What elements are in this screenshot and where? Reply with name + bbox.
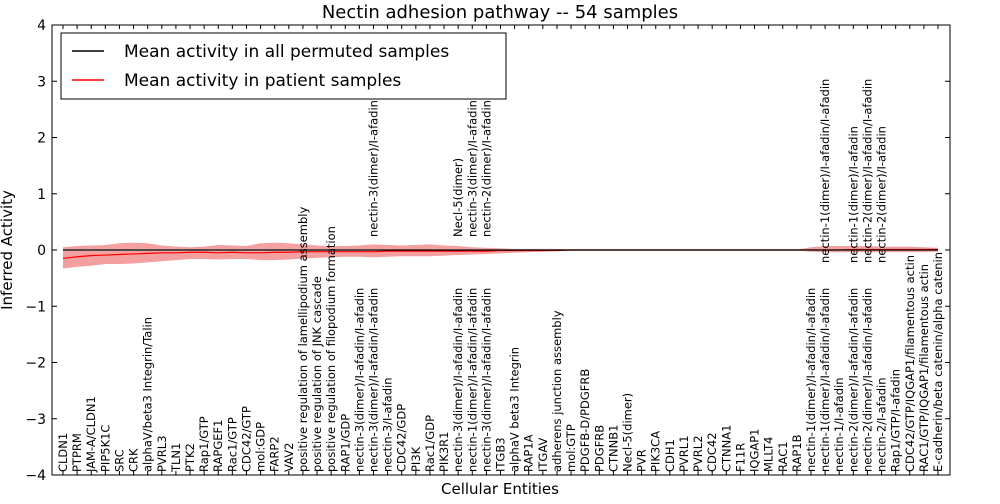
x-category-label: nectin-3(dimer)/I-afadin/I-afadin [451, 288, 465, 472]
x-category-label: SRC [112, 449, 126, 472]
x-category-label: Rap1/GTP/I-afadin [889, 369, 903, 472]
y-tick-label: 4 [37, 18, 46, 34]
x-category-label: alphaV beta3 Integrin [508, 347, 522, 472]
y-axis-label: Inferred Activity [0, 190, 16, 310]
x-category-label: nectin-1/I-afadin [832, 378, 846, 473]
x-category-label-upper: nectin-2(dimer)/I-afadin [875, 126, 889, 263]
x-category-label: nectin-2(dimer)/I-afadin/I-afadin [846, 288, 860, 472]
x-category-label: CTNNA1 [719, 425, 733, 472]
chart-title: Nectin adhesion pathway -- 54 samples [322, 2, 678, 23]
legend-entry: Mean activity in patient samples [124, 71, 401, 91]
x-category-label: nectin-2(dimer)/I-afadin/I-afadin [860, 288, 874, 472]
x-category-label-upper: nectin-2(dimer)/I-afadin [479, 100, 493, 237]
patient-confidence-band [63, 242, 938, 269]
x-category-label: VAV2 [282, 443, 296, 472]
x-category-label: CDC42 [705, 432, 719, 472]
x-category-label: Rap1/GTP [197, 416, 211, 472]
x-category-label: nectin-3/I-afadin [381, 378, 395, 473]
x-category-label: nectin-3(dimer)/I-afadin/I-afadin [352, 288, 366, 472]
x-category-label: IQGAP1 [748, 429, 762, 472]
y-tick-label: −1 [25, 299, 46, 315]
y-tick-label: 3 [37, 74, 46, 90]
line-layer [62, 248, 938, 260]
x-category-label-upper: Necl-5(dimer) [451, 158, 465, 237]
x-category-label: F11R [733, 443, 747, 472]
x-category-label: nectin-1(dimer)/I-afadin/I-afadin [465, 288, 479, 472]
x-category-label: nectin-1(dimer)/I-afadin/I-afadin [818, 288, 832, 472]
x-category-label: E-cadherin/beta catenin/alpha catenin [931, 252, 945, 472]
x-category-label: Necl-5(dimer) [621, 393, 635, 472]
x-category-label: PVRL3 [155, 435, 169, 472]
x-category-label: nectin-3(dimer)/I-afadin/I-afadin [366, 288, 380, 472]
x-category-label: ITGB3 [494, 437, 508, 472]
legend-box [60, 32, 507, 100]
x-category-label: PIK3R1 [437, 432, 451, 473]
x-category-label: CRK [127, 448, 141, 472]
x-category-label: adherens junction assembly [550, 310, 564, 472]
x-category-label: Rac1/GTP [225, 417, 239, 472]
legend: Mean activity in all permuted samplesMea… [60, 32, 507, 100]
x-category-label: RAP1B [790, 434, 804, 472]
x-category-label: PVRL2 [691, 435, 705, 472]
x-category-label: CDC42/GTP [239, 406, 253, 472]
x-category-label-upper: nectin-2(dimer)/I-afadin/I-afadin [860, 79, 874, 263]
x-category-label-upper: nectin-1(dimer)/I-afadin [846, 126, 860, 263]
x-category-label-upper: nectin-3(dimer)/I-afadin [366, 100, 380, 237]
band-layer [63, 242, 938, 269]
x-category-label: RAP1/GDP [338, 414, 352, 472]
x-category-label: JAM-A/CLDN1 [84, 396, 98, 473]
legend-entry: Mean activity in all permuted samples [124, 42, 449, 62]
x-category-label: RAPGEF1 [211, 420, 225, 472]
x-axis-label: Cellular Entities [441, 480, 559, 498]
x-category-label: nectin-1(dimer)/I-afadin/I-afadin [804, 288, 818, 472]
x-category-label: PVR [635, 449, 649, 472]
y-tick-label: −2 [25, 356, 46, 372]
x-category-label: CLDN1 [56, 433, 70, 472]
x-category-label: mol:GDP [254, 422, 268, 472]
y-tick-label: 2 [37, 131, 46, 147]
y-tick-label: −4 [25, 468, 46, 484]
y-tick-label: 1 [37, 187, 46, 203]
x-category-label: CTNNB1 [606, 425, 620, 472]
x-category-label: PIK3CA [649, 431, 663, 472]
x-category-label: PDGFB-D/PDGFRB [578, 369, 592, 472]
x-category-label: PVRL1 [677, 435, 691, 472]
x-category-label: PDGFRB [592, 425, 606, 472]
x-category-label: nectin-3(dimer)/I-afadin/I-afadin [479, 288, 493, 472]
x-category-label: CDC42/GDP [395, 404, 409, 472]
x-category-label: FARP2 [268, 436, 282, 472]
x-category-label: PTK2 [183, 443, 197, 472]
x-category-label: PTPRM [70, 433, 84, 472]
x-category-label: positive regulation of JNK cascade [310, 276, 324, 472]
x-category-label-upper: nectin-3(dimer)/I-afadin [465, 100, 479, 237]
y-tick-label: −3 [25, 412, 46, 428]
x-category-label: TLN1 [169, 443, 183, 473]
x-category-label: alphaV/beta3 Integrin/Talin [141, 317, 155, 472]
x-category-label: ITGAV [536, 438, 550, 472]
x-category-label: Rac1/GDP [423, 415, 437, 472]
x-category-label-upper: nectin-1(dimer)/I-afadin/I-afadin [818, 79, 832, 263]
x-category-label: MLLT4 [762, 437, 776, 473]
x-category-label: RAC1/GTP/IQGAP1/filamentous actin [917, 264, 931, 472]
x-category-label: nectin-2/I-afadin [875, 378, 889, 473]
x-category-label: positive regulation of filopodium format… [324, 226, 338, 472]
x-category-label: mol:GTP [564, 424, 578, 472]
y-tick-label: 0 [37, 243, 46, 259]
x-category-label: RAC1 [776, 441, 790, 472]
x-category-label: CDC42/GTP/IQGAP1/filamentous actin [903, 255, 917, 472]
x-category-label: PIP5K1C [98, 425, 112, 472]
x-category-label: CDH1 [663, 439, 677, 472]
x-category-label: PI3K [409, 446, 423, 472]
x-category-label: RAP1A [522, 434, 536, 472]
x-category-label: positive regulation of lamellipodium ass… [296, 207, 310, 472]
axes-layer: −4 −3 −2 −1 0 1 2 3 4 [25, 18, 951, 484]
